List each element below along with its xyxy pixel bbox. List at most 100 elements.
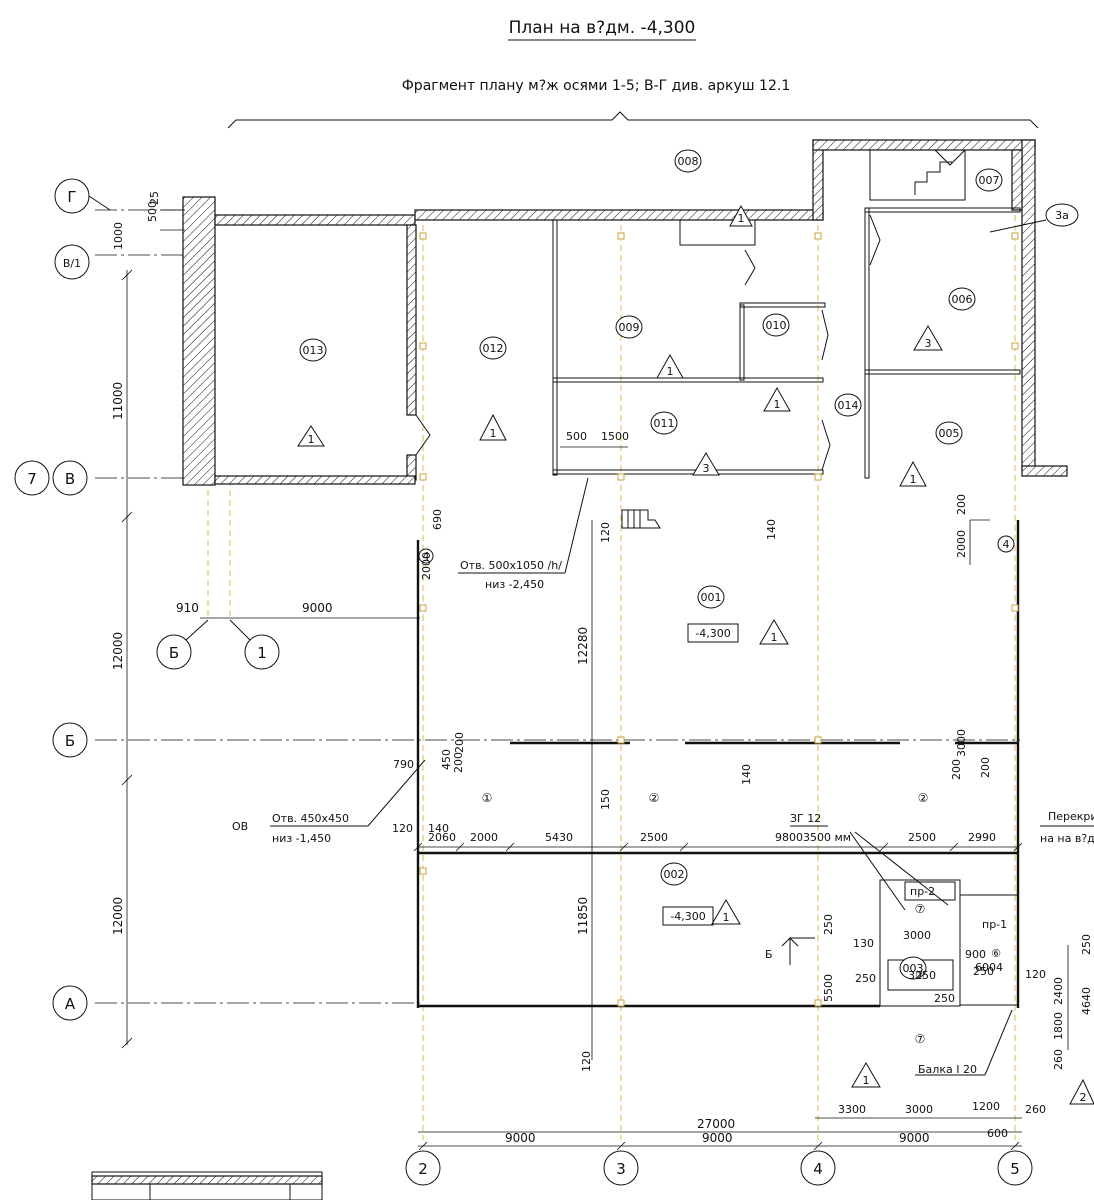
svg-text:3: 3: [925, 337, 932, 350]
note-beam: Балка I 20: [918, 1063, 977, 1076]
dim-910: 910: [176, 601, 199, 615]
partition-vertical-1: [552, 219, 558, 476]
dim-450: 450: [440, 749, 453, 770]
circle-markers: 4 4 ① ② ② ⑦ ⑥ ⑦ ⑦: [418, 535, 1015, 1046]
dim-200-b: 200: [979, 757, 992, 778]
dim-bottom-ticks: [418, 1141, 1020, 1151]
axis-label-5: 5: [1010, 1160, 1020, 1178]
room-010: 010: [766, 319, 787, 332]
dim-140-mid: 140: [740, 764, 753, 785]
dim-left-1000: 1000: [112, 222, 125, 250]
axis-label-3: 3: [616, 1160, 626, 1178]
room-002: 002: [664, 868, 685, 881]
dim-2000-row: 2000: [470, 831, 498, 844]
room-011: 011: [654, 417, 675, 430]
partition-horizontal-011: [552, 377, 824, 383]
door-swing-010: [821, 309, 829, 361]
dim-27000: 27000: [697, 1117, 735, 1131]
axis-label-G: Г: [67, 188, 76, 206]
partition-stair-box: [869, 150, 966, 201]
dim-120-bot: 120: [580, 1051, 593, 1072]
room-005: 005: [939, 427, 960, 440]
opening1-bottom: низ -2,450: [485, 578, 544, 591]
dim-9000-a: 9000: [505, 1131, 536, 1145]
svg-text:900: 900: [965, 948, 986, 961]
door-swing-top: [869, 214, 881, 266]
room-007: 007: [979, 174, 1000, 187]
wall-right: [1021, 139, 1036, 471]
axis-label-V1: В/1: [63, 257, 81, 270]
dim-left-11000: 11000: [111, 382, 125, 420]
room-pr1-box: [959, 894, 1019, 1006]
svg-text:1: 1: [667, 365, 674, 378]
dim-9000-left: 9000: [302, 601, 333, 615]
dim-98003500: 98003500 мм: [775, 831, 851, 844]
triangle-markers: 1 1 1 1 3 1 3 1 1 1 1 2: [297, 204, 1094, 1105]
dim-2060: 2060: [428, 831, 456, 844]
partition-006-top: [864, 207, 1021, 213]
dim-140-top: 140: [765, 519, 778, 540]
axis-bubble-V: [52, 460, 88, 496]
svg-text:1800: 1800: [1052, 1012, 1065, 1040]
elevation-box-002: [662, 906, 714, 926]
svg-text:5500: 5500: [822, 974, 835, 1002]
dim-left-12000b: 12000: [111, 897, 125, 935]
dim-200-c: 200: [453, 732, 466, 753]
door-swing-008: [744, 249, 756, 286]
dim-left-25: 25: [148, 191, 161, 205]
axis-bubble-A: [52, 985, 88, 1021]
elevation-001: -4,300: [695, 627, 730, 640]
svg-text:120: 120: [1025, 968, 1046, 981]
dim-3000-bot: 3000: [905, 1103, 933, 1116]
note-pr1: пр-1: [982, 918, 1007, 931]
svg-text:130: 130: [853, 937, 874, 950]
svg-text:⑦: ⑦: [915, 902, 926, 916]
section-3a: 3a: [1055, 209, 1069, 222]
svg-text:3000: 3000: [903, 929, 931, 942]
partition-005-top: [864, 369, 1021, 375]
column-markers: [419, 232, 1019, 1007]
axis-bubble-b-small: [156, 634, 192, 670]
room-012: 012: [483, 342, 504, 355]
svg-text:1: 1: [774, 398, 781, 411]
partition-010-left: [739, 304, 745, 381]
svg-text:4: 4: [423, 550, 430, 563]
dim-600: 600: [987, 1127, 1008, 1140]
room-006: 006: [952, 293, 973, 306]
detail-fragment: [91, 1171, 323, 1200]
svg-text:200: 200: [955, 494, 968, 515]
wall-stair-side: [1011, 149, 1023, 211]
section-b-arrow: [781, 937, 815, 965]
wall-top-step: [812, 139, 824, 221]
dim-150: 150: [599, 789, 612, 810]
svg-text:260: 260: [1052, 1049, 1065, 1070]
opening2-text: Отв. 450x450: [272, 812, 349, 825]
dim-790: 790: [393, 758, 414, 771]
note-pr2: пр-2: [910, 885, 935, 898]
door-swing-014: [821, 419, 831, 471]
axis-label-4: 4: [813, 1160, 823, 1178]
svg-text:1: 1: [863, 1074, 870, 1087]
svg-text:②: ②: [649, 791, 660, 805]
dim-140-left: 140: [428, 822, 449, 835]
drawing-subtitle: Фрагмент плану м?ж осями 1-5; В-Г див. а…: [402, 78, 790, 94]
axis-bubble-V1: [54, 244, 90, 280]
stair-symbol-top: [914, 149, 966, 195]
axis-label-2: 2: [418, 1160, 428, 1178]
note-slab: Перекри: [1048, 810, 1094, 823]
dim-3300: 3300: [838, 1103, 866, 1116]
door-swing-012: [415, 414, 431, 456]
room-009: 009: [619, 321, 640, 334]
svg-text:1: 1: [771, 631, 778, 644]
right-dims: 2000 200 3000 200 250 130 250 5500 3000 …: [822, 494, 1093, 1070]
dim-690: 690: [431, 509, 444, 530]
dim-2500-b: 2500: [908, 831, 936, 844]
partition-right-v: [864, 207, 870, 479]
section-3a-bubble: [1045, 203, 1079, 227]
axis-label-B: Б: [65, 732, 75, 750]
dim-1500: 1500: [601, 430, 629, 443]
svg-text:250: 250: [1080, 934, 1093, 955]
dim-2990: 2990: [968, 831, 996, 844]
svg-text:250: 250: [822, 914, 835, 935]
axis-label-1: 1: [257, 644, 267, 662]
